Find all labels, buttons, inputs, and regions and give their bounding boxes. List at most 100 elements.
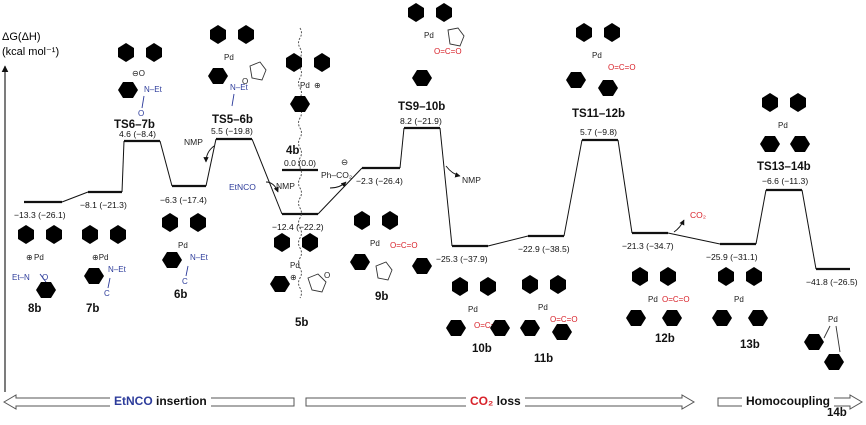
- svg-text:Pd: Pd: [468, 305, 478, 314]
- nmp-label-3: NMP: [462, 175, 481, 185]
- svg-text:N–Et: N–Et: [144, 85, 163, 94]
- structure-TS11-12b: Pd O=C=O: [566, 23, 636, 102]
- energy-levels: [24, 126, 850, 271]
- svg-text:O=C=O: O=C=O: [662, 295, 690, 304]
- svg-text:Et–N: Et–N: [12, 273, 30, 282]
- svg-text:Pd: Pd: [300, 81, 310, 90]
- svg-text:O: O: [242, 77, 248, 86]
- structure-4b: Pd ⊕: [280, 53, 336, 118]
- energy-14b: −41.8 (−26.5): [806, 277, 858, 287]
- species-labels: 8b 7b TS6–7b 6b TS5–6b 4b 5b 9b TS9–10b …: [28, 101, 847, 419]
- axis-label-2: (kcal mol⁻¹): [2, 46, 59, 58]
- svg-text:O: O: [324, 271, 330, 280]
- svg-text:Pd: Pd: [424, 31, 434, 40]
- section-arrow-insertion: [3, 394, 295, 410]
- svg-text:Pd: Pd: [592, 51, 602, 60]
- structure-7b: ⊕Pd N–Et C: [76, 225, 132, 298]
- section-suffix-insertion: insertion: [152, 394, 207, 408]
- energy-TS5-6b: 5.5 (−19.8): [211, 126, 253, 136]
- energy-4b: 0.0 (0.0): [284, 158, 316, 168]
- energy-8b: −13.3 (−26.1): [14, 210, 66, 220]
- benzoate-label: Ph–CO₂: [321, 170, 352, 180]
- energy-TS9-10b: 8.2 (−21.9): [400, 116, 442, 126]
- energy-10b: −25.3 (−37.9): [436, 254, 488, 264]
- svg-text:Pd: Pd: [290, 261, 300, 270]
- label-8b: 8b: [28, 303, 41, 315]
- svg-text:Pd: Pd: [734, 295, 744, 304]
- energy-7b: −8.1 (−21.3): [80, 200, 127, 210]
- svg-text:⊕: ⊕: [26, 253, 33, 262]
- structure-6b: Pd N–Et C: [156, 213, 212, 286]
- svg-text:Pd: Pd: [370, 239, 380, 248]
- energy-13b: −25.9 (−31.1): [706, 252, 758, 262]
- energy-6b: −6.3 (−17.4): [160, 195, 207, 205]
- structure-TS5-6b: Pd N–Et O: [204, 25, 267, 107]
- nmp-label-1: NMP: [184, 137, 203, 147]
- structure-10b: Pd O=C=O: [446, 277, 510, 342]
- svg-text:Pd: Pd: [778, 121, 788, 130]
- svg-text:Pd: Pd: [224, 53, 234, 62]
- structure-5b: Pd ⊕ O: [268, 233, 330, 298]
- label-9b: 9b: [375, 291, 388, 303]
- structure-14b: Pd: [804, 315, 844, 376]
- energy-12b: −21.3 (−34.7): [622, 241, 674, 251]
- structure-TS6-7b: ⊖O N–Et O: [112, 43, 168, 118]
- section-prefix-co2: CO₂: [470, 394, 494, 408]
- section-arrow-co2: [305, 394, 695, 410]
- svg-text:O=C=O: O=C=O: [550, 315, 578, 324]
- energy-11b: −22.9 (−38.5): [518, 244, 570, 254]
- section-label-co2: CO₂ loss: [466, 394, 525, 408]
- label-7b: 7b: [86, 303, 99, 315]
- label-5b: 5b: [295, 317, 308, 329]
- wavy-separator: [298, 27, 302, 299]
- connectors: [61, 127, 817, 270]
- svg-text:O=C=O: O=C=O: [608, 63, 636, 72]
- section-prefix-insertion: EtNCO: [114, 394, 153, 408]
- label-12b: 12b: [655, 333, 675, 345]
- section-arrow-homocoupling: [717, 394, 863, 410]
- label-TS9-10b: TS9–10b: [398, 101, 445, 113]
- energy-TS11-12b: 5.7 (−9.8): [580, 127, 617, 137]
- svg-text:⊕: ⊕: [290, 273, 297, 282]
- svg-text:Pd: Pd: [178, 241, 188, 250]
- label-TS13-14b: TS13–14b: [757, 161, 811, 173]
- svg-text:Pd: Pd: [648, 295, 658, 304]
- structure-13b: Pd: [712, 267, 768, 332]
- structure-TS9-10b: Pd O=C=O: [402, 3, 465, 92]
- section-bars: [3, 394, 863, 410]
- svg-text:O: O: [42, 273, 48, 282]
- svg-text:O=C=O: O=C=O: [434, 47, 462, 56]
- structure-12b: Pd O=C=O: [626, 267, 690, 332]
- svg-text:N–Et: N–Et: [230, 83, 249, 92]
- label-TS11-12b: TS11–12b: [572, 108, 625, 120]
- svg-text:⊕: ⊕: [314, 81, 321, 90]
- svg-text:Pd: Pd: [34, 253, 44, 262]
- section-label-homocoupling: Homocoupling: [742, 394, 834, 408]
- label-4b: 4b: [286, 145, 299, 157]
- label-TS6-7b: TS6–7b: [114, 119, 155, 131]
- svg-text:N–Et: N–Et: [108, 265, 127, 274]
- structure-11b: Pd O=C=O: [516, 275, 578, 346]
- structure-8b: ⊕ Pd Et–N O: [12, 225, 68, 304]
- structure-9b: Pd O=C=O: [348, 211, 432, 281]
- section-suffix-homocoupling: Homocoupling: [746, 394, 830, 408]
- label-11b: 11b: [534, 353, 553, 365]
- energy-labels: −13.3 (−26.1) −8.1 (−21.3) 4.6 (−8.4) −6…: [14, 116, 858, 287]
- co2-label: CO₂: [690, 210, 706, 220]
- svg-text:Pd: Pd: [538, 303, 548, 312]
- svg-text:O: O: [138, 109, 144, 118]
- benzoate-charge: ⊖: [341, 157, 348, 167]
- svg-text:O=C=O: O=C=O: [390, 241, 418, 250]
- svg-text:⊖O: ⊖O: [132, 69, 145, 78]
- svg-text:Pd: Pd: [828, 315, 838, 324]
- label-10b: 10b: [472, 343, 492, 355]
- label-14b: 14b: [827, 407, 847, 419]
- energy-5b: −12.4 (−22.2): [272, 222, 324, 232]
- section-suffix-co2: loss: [493, 394, 521, 408]
- svg-text:C: C: [104, 289, 110, 298]
- etnco-label: EtNCO: [229, 182, 256, 192]
- label-6b: 6b: [174, 289, 187, 301]
- label-TS5-6b: TS5–6b: [212, 114, 253, 126]
- svg-text:N–Et: N–Et: [190, 253, 209, 262]
